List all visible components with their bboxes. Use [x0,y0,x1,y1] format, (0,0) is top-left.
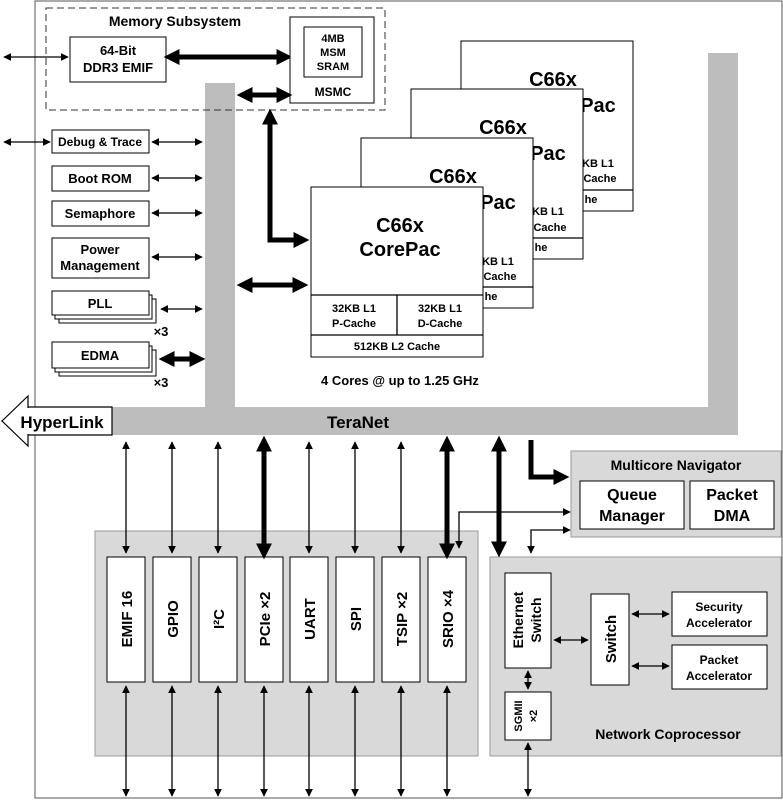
msmc-label: MSMC [315,85,352,99]
teranet-label: TeraNet [327,413,389,432]
security-line2: Accelerator [686,616,752,630]
svg-text:C66x: C66x [429,166,477,188]
memory-subsystem-title: Memory Subsystem [109,13,241,29]
peripheral-1-label: EMIF 16 [119,591,136,648]
peripheral-8-box [427,556,467,683]
msm-sram-box [303,26,363,78]
svg-text:Cache: Cache [483,271,516,283]
teranet-bus [105,407,738,435]
queue-manager-line1: Queue [607,487,657,504]
peripheral-4-box [244,556,284,683]
msm-line3: SRAM [317,61,349,73]
packet-acc-line1: Packet [700,653,739,667]
corepac-title-line2: CorePac [359,239,440,261]
sgmii-multiplier: ×2 [528,710,540,723]
edma-multiplier: ×3 [154,375,169,390]
pll-label: PLL [88,296,113,311]
debug-trace-label: Debug & Trace [58,135,142,149]
network-navigator-link2 [527,526,571,554]
boot-rom-box [51,165,150,192]
peripheral-list: EMIF 16 GPIO I²C PCIe ×2 UART SPI TSIP ×2 SRIO … [106,435,467,797]
ddr3-emif-line2: DDR3 EMIF [83,60,153,75]
semaphore-box [51,200,150,227]
network-navigator-link [455,508,571,549]
multicore-navigator-title: Multicore Navigator [611,457,742,473]
svg-text:KB L1: KB L1 [482,256,514,268]
ethernet-switch-label2: Switch [528,597,544,642]
peripheral-3-label: I²C [211,609,228,629]
peripheral-7-label: TSIP ×2 [394,592,411,646]
switch-box [590,593,630,686]
packet-dma-box [689,480,775,530]
switch-label: Switch [603,615,620,663]
security-line1: Security [695,600,743,614]
svg-text:Cache: Cache [533,222,566,234]
peripheral-6-box [335,556,375,683]
msm-line2: MSM [320,47,346,59]
cores-caption: 4 Cores @ up to 1.25 GHz [321,373,479,388]
svg-text:KB L1: KB L1 [532,206,564,218]
ddr3-emif-box [69,36,167,83]
boot-rom-label: Boot ROM [68,171,132,186]
ethernet-switch-box [504,572,552,669]
teranet-bus-right-riser [708,53,738,435]
power-line2: Management [60,258,140,273]
svg-text:KB L1: KB L1 [582,158,614,170]
svg-text:Pac: Pac [480,192,516,214]
svg-text:he: he [585,194,598,206]
peripheral-8-label: SRIO ×4 [440,589,457,648]
svg-text:he: he [535,242,548,254]
semaphore-label: Semaphore [65,206,136,221]
l1d-line1: 32KB L1 [418,303,462,315]
peripheral-1-box [106,556,146,683]
l2-cache-label: 512KB L2 Cache [354,341,440,353]
peripheral-2-box [152,556,192,683]
peripheral-5-box [289,556,329,683]
l1d-line2: D-Cache [418,318,463,330]
teranet-bus-left-riser [205,83,235,435]
queue-manager-line2: Manager [599,508,665,525]
edma-box [51,341,150,369]
navigator-bus-arrow [528,440,570,486]
security-accelerator-box [671,591,768,637]
power-line1: Power [80,242,119,257]
power-management-box [51,237,150,279]
svg-text:he: he [485,291,498,303]
packet-acc-line2: Accelerator [686,669,752,683]
peripheral-2-label: GPIO [165,600,182,638]
edma-label: EDMA [81,348,120,363]
msm-line1: 4MB [321,33,344,45]
svg-text:C66x: C66x [479,117,527,139]
hyperlink-label: HyperLink [20,413,104,432]
ddr3-emif-line1: 64-Bit [100,43,137,58]
pll-box [51,290,150,316]
corepac-title-line1: C66x [376,215,424,237]
peripheral-4-label: PCIe ×2 [257,592,274,647]
packet-dma-line1: Packet [706,487,758,504]
peripheral-7-box [381,556,421,683]
sgmii-box [504,691,552,741]
peripheral-5-label: UART [302,598,319,640]
network-coprocessor-title: Network Coprocessor [595,726,741,742]
packet-accelerator-box [671,644,768,690]
peripheral-6-label: SPI [348,607,365,631]
l1p-line2: P-Cache [332,318,376,330]
peripheral-panel [94,530,479,757]
pll-multiplier: ×3 [154,324,169,339]
packet-dma-line2: DMA [714,508,751,525]
msmc-core-arrow [261,108,310,249]
l1p-line1: 32KB L1 [332,303,376,315]
svg-text:Pac: Pac [580,95,616,117]
ethernet-switch-label: Ethernet [510,591,526,648]
svg-text:Pac: Pac [530,143,566,165]
svg-text:C66x: C66x [529,69,577,91]
sgmii-label: SGMII [513,700,525,731]
queue-manager-box [579,480,685,530]
corepac-main: C66x CorePac 32KB L1 P-Cache 32KB L1 D-C… [310,186,484,358]
debug-trace-box [51,129,150,154]
svg-text:Cache: Cache [583,173,616,185]
peripheral-3-box [198,556,238,683]
